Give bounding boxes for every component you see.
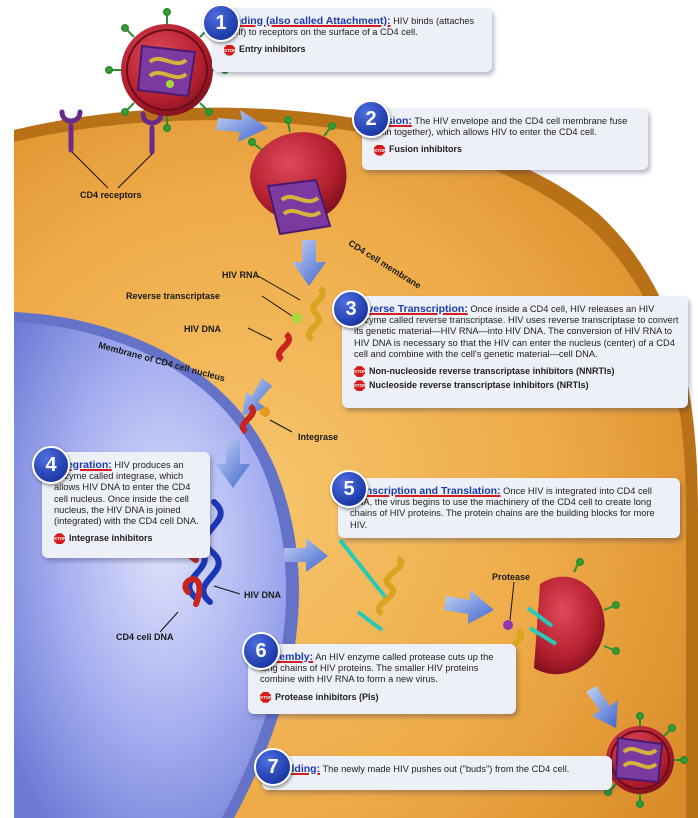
- inhibitor-label: Nucleoside reverse transcriptase inhibit…: [369, 380, 589, 391]
- step-1-title: Binding (also called Attachment):: [224, 15, 391, 27]
- cd4-receptors-art: [59, 109, 164, 155]
- step-4-text: HIV produces an enzyme called integrase,…: [54, 460, 199, 527]
- step-3-title: Reverse Transcription:: [354, 303, 468, 315]
- inhibitor-label: Integrase inhibitors: [69, 533, 153, 544]
- step-2-inhibitor: STOP Fusion inhibitors: [374, 144, 640, 156]
- step-5-text: Once HIV is integrated into CD4 cell DNA…: [350, 486, 655, 530]
- hiv-rna-and-enzyme: [276, 285, 326, 363]
- step-7-text: The newly made HIV pushes out ("buds") f…: [322, 764, 570, 774]
- step-2-box: Fusion: The HIV envelope and the CD4 cel…: [362, 108, 648, 170]
- step-5-box: Transcription and Translation: Once HIV …: [338, 478, 680, 538]
- step-4-title: Integration:: [54, 459, 112, 471]
- step-1-box: Binding (also called Attachment): HIV bi…: [212, 8, 492, 72]
- step-2-text: The HIV envelope and the CD4 cell membra…: [374, 116, 628, 138]
- step-7-title: Budding:: [274, 763, 321, 775]
- stop-sign-icon: STOP: [354, 366, 365, 378]
- step-2-number: 2: [352, 100, 390, 138]
- stop-sign-icon: STOP: [260, 691, 271, 703]
- step-5-title: Transcription and Translation:: [350, 485, 501, 497]
- hiv-virus-new: [606, 726, 674, 794]
- step-6-number: 6: [242, 632, 280, 670]
- step-1-text: HIV binds (attaches itself) to receptors…: [224, 16, 475, 38]
- label-integrase: Integrase: [298, 432, 339, 442]
- step-4-inhibitor: STOP Integrase inhibitors: [54, 533, 202, 545]
- inhibitor-label: Entry inhibitors: [239, 44, 306, 55]
- cd4-cell-nucleus: [14, 322, 287, 818]
- step-3-number: 3: [332, 290, 370, 328]
- stop-sign-icon: STOP: [374, 144, 385, 156]
- step-6-title: Assembly:: [260, 651, 314, 663]
- hiv-virus-2: [250, 132, 347, 236]
- label-hiv-dna-2: HIV DNA: [244, 590, 282, 600]
- step-7-number: 7: [254, 748, 292, 786]
- step-3-text: Once inside a CD4 cell, HIV releases an …: [354, 304, 679, 359]
- step-6-text: An HIV enzyme called protease cuts up th…: [260, 652, 494, 685]
- step-2-title: Fusion:: [374, 115, 412, 127]
- label-cd4-cell-dna: CD4 cell DNA: [116, 632, 174, 642]
- inhibitor-label: Fusion inhibitors: [389, 144, 462, 155]
- virus-spikes: [105, 8, 688, 808]
- step-1-number: 1: [202, 4, 240, 42]
- hiv-virus-1: [121, 24, 213, 116]
- stop-sign-icon: STOP: [224, 44, 235, 56]
- process-arrows: [216, 110, 618, 728]
- label-hiv-rna: HIV RNA: [222, 270, 260, 280]
- step-4-box: Integration: HIV produces an enzyme call…: [42, 452, 210, 558]
- label-reverse-transcriptase: Reverse transcriptase: [126, 291, 221, 301]
- step-1-inhibitor: STOP Entry inhibitors: [224, 44, 484, 56]
- label-protease: Protease: [492, 572, 531, 582]
- stop-sign-icon: STOP: [354, 380, 365, 392]
- step-7-box: Budding: The newly made HIV pushes out (…: [262, 756, 612, 790]
- label-hiv-dna-1: HIV DNA: [184, 324, 222, 334]
- step-4-number: 4: [32, 446, 70, 484]
- step-3-inhibitor-1: STOP Non-nucleoside reverse transcriptase…: [354, 366, 680, 378]
- step-6-inhibitor: STOP Protease inhibitors (PIs): [260, 692, 508, 703]
- step-3-box: Reverse Transcription: Once inside a CD4…: [342, 296, 688, 408]
- inhibitor-label: Protease inhibitors (PIs): [275, 691, 379, 702]
- step-3-inhibitor-2: STOP Nucleoside reverse transcriptase inh…: [354, 380, 680, 392]
- stop-sign-icon: STOP: [54, 533, 65, 545]
- step-6-box: Assembly: An HIV enzyme called protease …: [248, 644, 516, 714]
- hiv-virus-budding: [534, 576, 605, 675]
- inhibitor-label: Non-nucleoside reverse transcriptase inh…: [369, 366, 615, 377]
- label-cd4-receptors: CD4 receptors: [80, 190, 142, 200]
- protein-chains: [338, 538, 558, 659]
- integrase-complex: [240, 403, 270, 435]
- step-5-number: 5: [330, 470, 368, 508]
